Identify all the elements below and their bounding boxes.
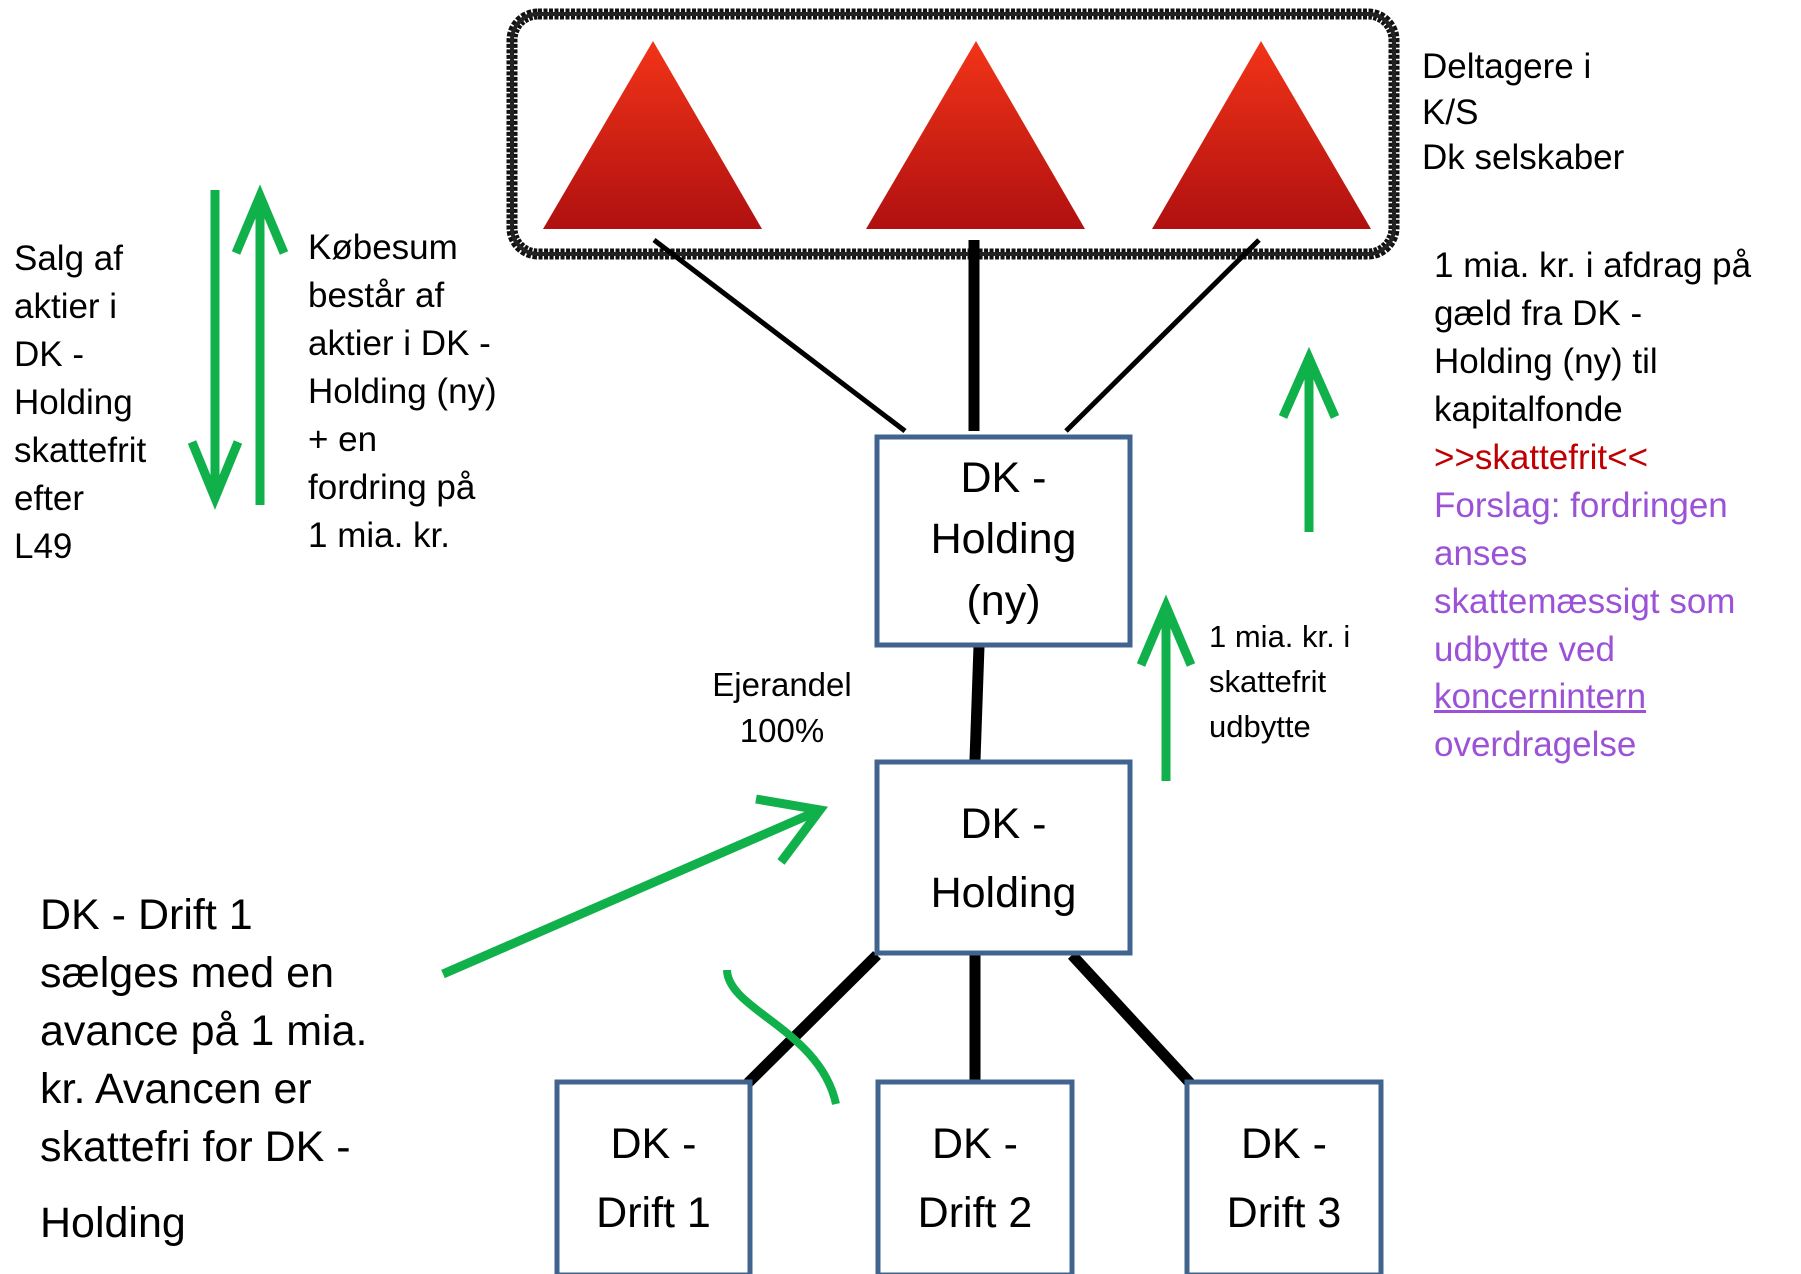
ownership-line-drift1 bbox=[744, 951, 881, 1087]
holding-box bbox=[874, 759, 1133, 956]
drift2-label: DK - Drift 2 bbox=[917, 1120, 1033, 1237]
participant-triangle-1 bbox=[543, 41, 762, 229]
drift2-box bbox=[875, 1079, 1075, 1274]
dividend-up-arrow-icon bbox=[1136, 594, 1196, 781]
proposal-link[interactable]: koncernintern bbox=[1434, 677, 1647, 717]
drift3-box bbox=[1184, 1079, 1384, 1274]
drift1-label: DK - Drift 1 bbox=[596, 1120, 711, 1237]
sale-annotation: Salg af aktier i DK - Holding skattefrit… bbox=[14, 239, 147, 566]
drift3-label: DK - Drift 3 bbox=[1226, 1120, 1342, 1237]
holding-new-box bbox=[874, 434, 1133, 648]
cut-mark-icon bbox=[723, 969, 840, 1105]
participant-triangle-2 bbox=[866, 41, 1085, 229]
dividend-annotation: 1 mia. kr. i skattefrit udbytte bbox=[1209, 619, 1351, 744]
sale-down-arrow-icon bbox=[187, 190, 243, 510]
purchase-price-annotation: Købesum består af aktier i DK - Holding … bbox=[308, 228, 497, 555]
ownership-line-left bbox=[652, 238, 907, 433]
drift1-box bbox=[554, 1079, 753, 1274]
tax-free-note: >>skattefrit<< bbox=[1434, 437, 1649, 477]
ownership-line-right bbox=[1064, 238, 1261, 433]
holding-new-label: DK - Holding (ny) bbox=[930, 454, 1077, 625]
ownership-line-holding bbox=[969, 645, 985, 761]
repayment-annotation: 1 mia. kr. i afdrag på gæld fra DK - Hol… bbox=[1434, 246, 1752, 765]
participants-label: Deltagere i K/S Dk selskaber bbox=[1422, 47, 1625, 177]
holding-label: DK - Holding bbox=[930, 800, 1077, 917]
repayment-up-arrow-icon bbox=[1278, 346, 1340, 532]
ownership-line-drift3 bbox=[1067, 951, 1195, 1087]
ownership-label: Ejerandel 100% bbox=[712, 666, 852, 750]
participant-triangle-3 bbox=[1152, 41, 1371, 229]
drift-sale-arrow-icon bbox=[441, 794, 829, 979]
drift-sale-annotation: DK - Drift 1 sælges med en avance på 1 m… bbox=[40, 891, 368, 1248]
purchase-up-arrow-icon bbox=[231, 184, 289, 505]
